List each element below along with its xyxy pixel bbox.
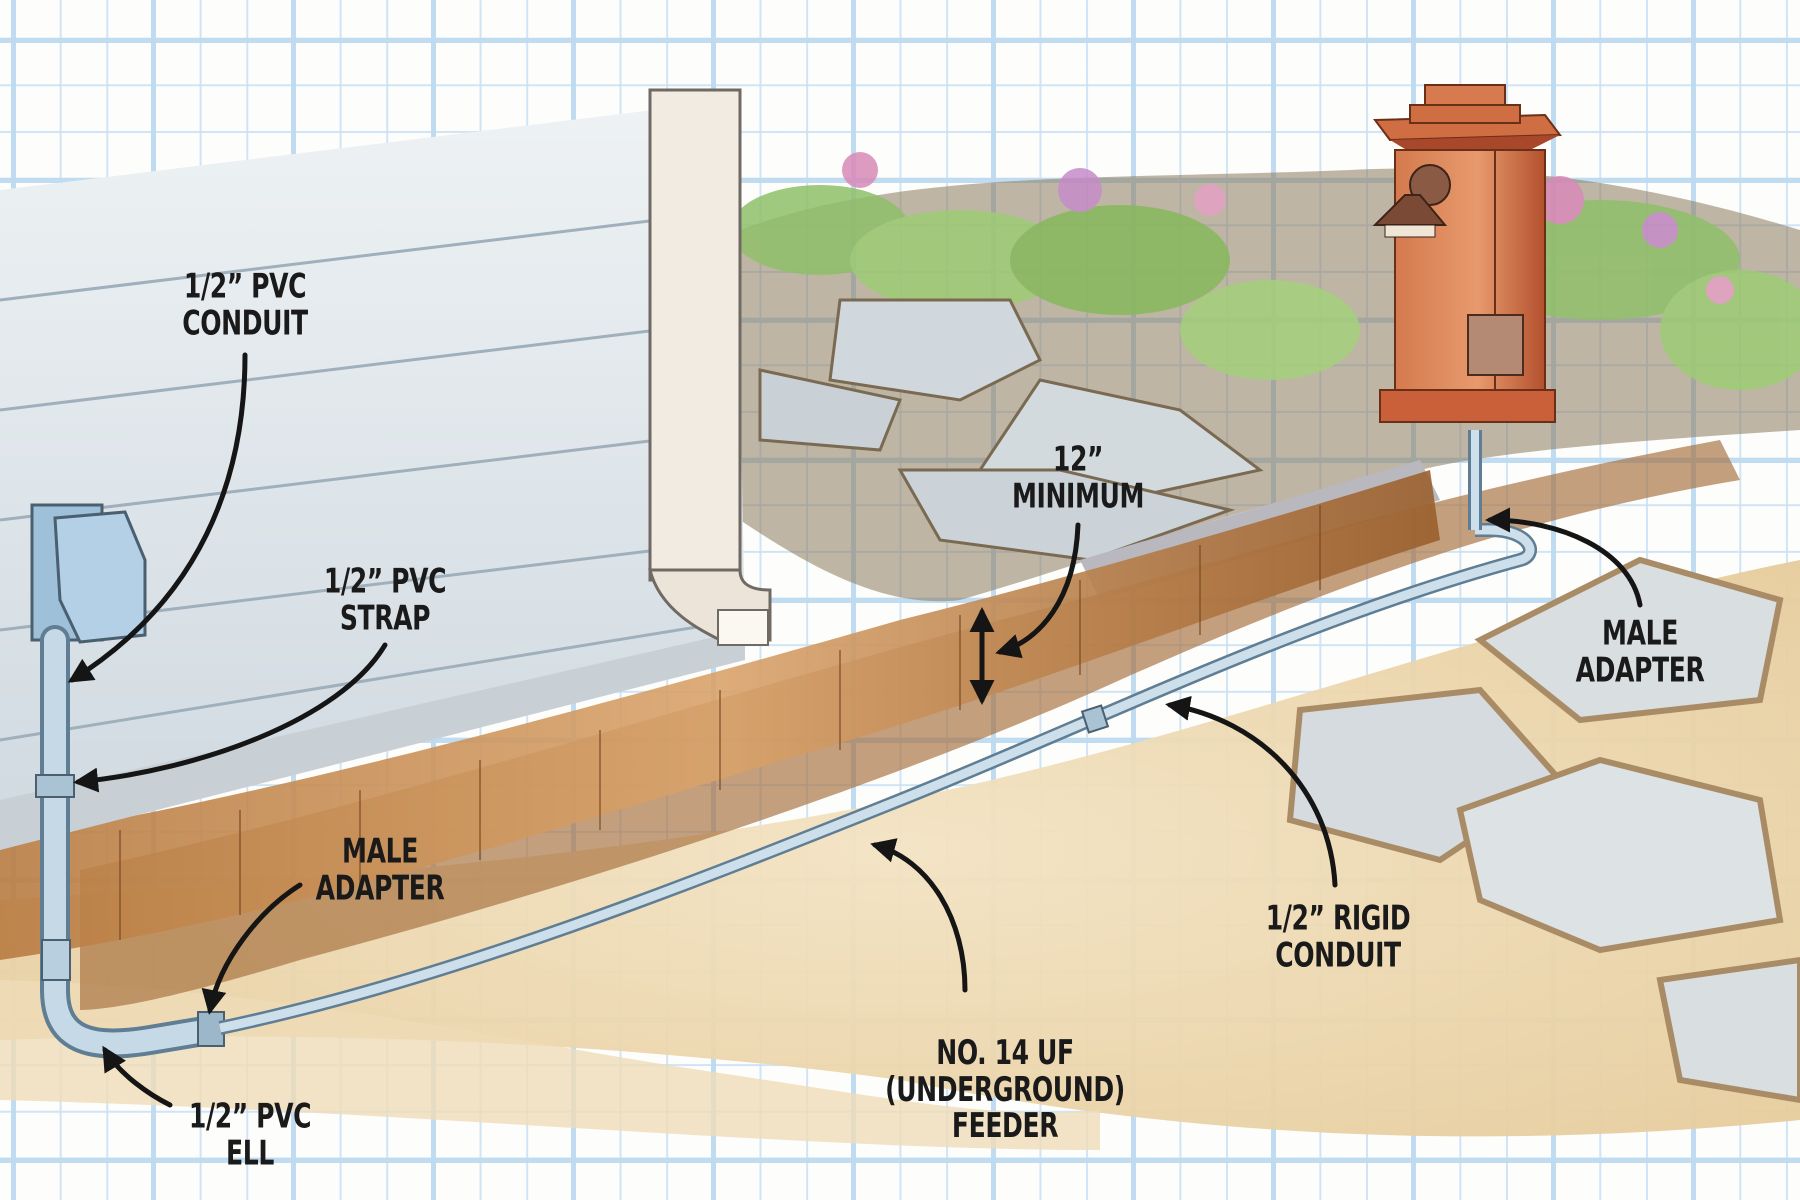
label-pvc-conduit: 1/2” PVC CONDUIT	[182, 266, 308, 343]
label-depth-minimum: 12” MINIMUM	[1011, 439, 1145, 516]
arrow-uf-feeder	[870, 838, 968, 993]
callout-arrows	[67, 352, 1643, 1108]
house-siding	[0, 100, 745, 850]
label-pvc-strap: 1/2” PVC STRAP	[323, 561, 447, 638]
label-male-adapter-right: MALE ADAPTER	[1575, 613, 1705, 690]
arrow-depth	[995, 522, 1081, 659]
arrow-rigid-conduit	[1165, 695, 1338, 888]
flagstone-path	[1286, 556, 1800, 1104]
arrow-pvc-conduit	[67, 352, 248, 683]
label-uf-feeder: NO. 14 UF (UNDERGROUND) FEEDER	[885, 1032, 1125, 1147]
trench	[0, 440, 1740, 1010]
conduit-run	[35, 430, 1537, 1059]
arrow-male-adapter-right	[1485, 507, 1643, 608]
label-pvc-ell: 1/2” PVC ELL	[188, 1096, 312, 1173]
lamp-post	[1372, 84, 1562, 423]
arrow-pvc-strap	[73, 642, 388, 793]
downspout	[648, 88, 772, 646]
house-outlet-box	[30, 503, 147, 644]
arrow-male-adapter-left	[201, 882, 303, 1015]
label-rigid-conduit: 1/2” RIGID CONDUIT	[1265, 898, 1411, 975]
label-male-adapter-left: MALE ADAPTER	[315, 831, 445, 908]
arrow-pvc-ell	[102, 1045, 173, 1108]
